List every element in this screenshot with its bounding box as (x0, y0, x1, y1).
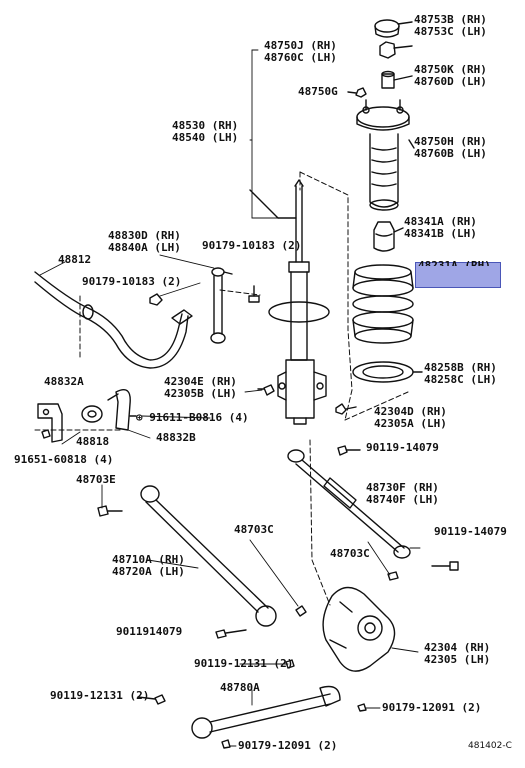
label-48750h[interactable]: 48750H (RH)48760B (LH) (414, 136, 487, 160)
label-48832b[interactable]: 48832B (156, 431, 196, 444)
label-48710a-lh: 48720A (LH) (112, 565, 185, 578)
label-42304d[interactable]: 42304D (RH)42305A (LH) (374, 406, 447, 430)
label-91611-text: 91611-B0816 (4) (149, 411, 249, 424)
label-48750g[interactable]: 48750G (298, 85, 338, 98)
label-48710a[interactable]: 48710A (RH)48720A (LH) (112, 554, 185, 578)
shock-absorber (249, 179, 330, 425)
dust-boot (369, 133, 399, 211)
label-48750k[interactable]: 48750K (RH)48760D (LH) (414, 64, 487, 88)
highlighted-part-box[interactable] (415, 262, 501, 288)
upper-control-arm (97, 485, 277, 627)
label-42304e[interactable]: 42304E (RH)42305B (LH) (164, 376, 237, 400)
label-48530-rh: 48530 (RH) (172, 119, 239, 132)
label-48750j-lh: 48760C (LH) (264, 51, 337, 64)
label-90119-12131-b[interactable]: 90119-12131 (2) (50, 689, 150, 702)
label-42304[interactable]: 42304 (RH)42305 (LH) (424, 642, 490, 666)
label-48830[interactable]: 48830D (RH)48840A (LH) (108, 230, 181, 254)
coil-spring (352, 264, 414, 344)
label-90119-14079-b[interactable]: 90119-14079 (434, 526, 507, 538)
label-48341-rh: 48341A (RH) (404, 215, 477, 228)
label-48812[interactable]: 48812 (58, 253, 92, 266)
label-9011914079[interactable]: 9011914079 (116, 625, 183, 638)
label-48258[interactable]: 48258B (RH)48258C (LH) (424, 362, 497, 386)
label-48703e[interactable]: 48703E (76, 473, 116, 486)
lower-arm (137, 685, 367, 749)
label-48753-rh: 48753B (RH) (414, 13, 487, 26)
label-48730f-rh: 48730F (RH) (366, 481, 439, 494)
label-90179-10183-lower[interactable]: 90179-10183 (2) (82, 275, 182, 288)
axle-carrier (215, 561, 459, 672)
label-48750k-lh: 48760D (LH) (414, 75, 487, 88)
label-48703c-b[interactable]: 48703C (330, 547, 370, 560)
label-48753[interactable]: 48753B (RH)48753C (LH) (414, 14, 487, 38)
stabilizer-link (149, 267, 233, 344)
strut-cap (347, 19, 413, 98)
label-48753-lh: 48753C (LH) (414, 25, 487, 38)
label-48530-lh: 48540 (LH) (172, 131, 239, 144)
label-48730f-lh: 48740F (LH) (366, 493, 439, 506)
label-42304e-lh: 42305B (LH) (164, 387, 237, 400)
label-48750j-rh: 48750J (RH) (264, 39, 337, 52)
leader-lines (39, 49, 421, 747)
bracket-left (37, 389, 137, 443)
label-48832a[interactable]: 48832A (44, 375, 84, 388)
label-48818[interactable]: 48818 (76, 435, 110, 448)
label-48750h-rh: 48750H (RH) (414, 135, 487, 148)
label-48258-rh: 48258B (RH) (424, 361, 497, 374)
label-90179-10183-upper[interactable]: 90179-10183 (2) (202, 239, 302, 252)
label-90179-12091-b[interactable]: 90179-12091 (2) (238, 739, 338, 752)
label-48710a-rh: 48710A (RH) (112, 553, 185, 566)
label-91651[interactable]: 91651-60818 (4) (14, 453, 114, 466)
bump-stopper (373, 221, 404, 252)
label-48750j[interactable]: 48750J (RH)48760C (LH) (264, 40, 337, 64)
label-48730f[interactable]: 48730F (RH)48740F (LH) (366, 482, 439, 506)
label-48750h-lh: 48760B (LH) (414, 147, 487, 160)
label-48703c-a[interactable]: 48703C (234, 523, 274, 536)
label-42304-lh: 42305 (LH) (424, 653, 491, 666)
label-90179-12091-a[interactable]: 90179-12091 (2) (382, 701, 482, 714)
label-48830-lh: 48840A (LH) (108, 241, 181, 254)
label-91611[interactable]: ⊕ 91611-B0816 (4) (136, 411, 249, 424)
label-42304d-rh: 42304D (RH) (374, 405, 447, 418)
label-48530[interactable]: 48530 (RH)48540 (LH) (172, 120, 238, 144)
label-42304-rh: 42304 (RH) (424, 641, 491, 654)
toe-control-rod (287, 445, 411, 559)
label-90119-14079-a[interactable]: 90119-14079 (366, 441, 439, 454)
label-48258-lh: 48258C (LH) (424, 373, 497, 386)
label-48830-rh: 48830D (RH) (108, 229, 181, 242)
label-48341-lh: 48341B (LH) (404, 227, 477, 240)
label-48341[interactable]: 48341A (RH)48341B (LH) (404, 216, 477, 240)
upper-support (356, 99, 415, 149)
label-90119-12131-a[interactable]: 90119-12131 (2) (194, 657, 294, 670)
label-48750k-rh: 48750K (RH) (414, 63, 487, 76)
stabilizer-bar (34, 271, 193, 369)
strut-bolts (248, 285, 357, 415)
label-42304e-rh: 42304E (RH) (164, 375, 237, 388)
label-42304d-lh: 42305A (LH) (374, 417, 447, 430)
label-48231-partial: 48231A (RH) (418, 260, 491, 266)
lower-insulator (352, 361, 423, 383)
diagram-reference-code: 481402-C (468, 741, 512, 751)
label-48780a[interactable]: 48780A (220, 681, 260, 694)
